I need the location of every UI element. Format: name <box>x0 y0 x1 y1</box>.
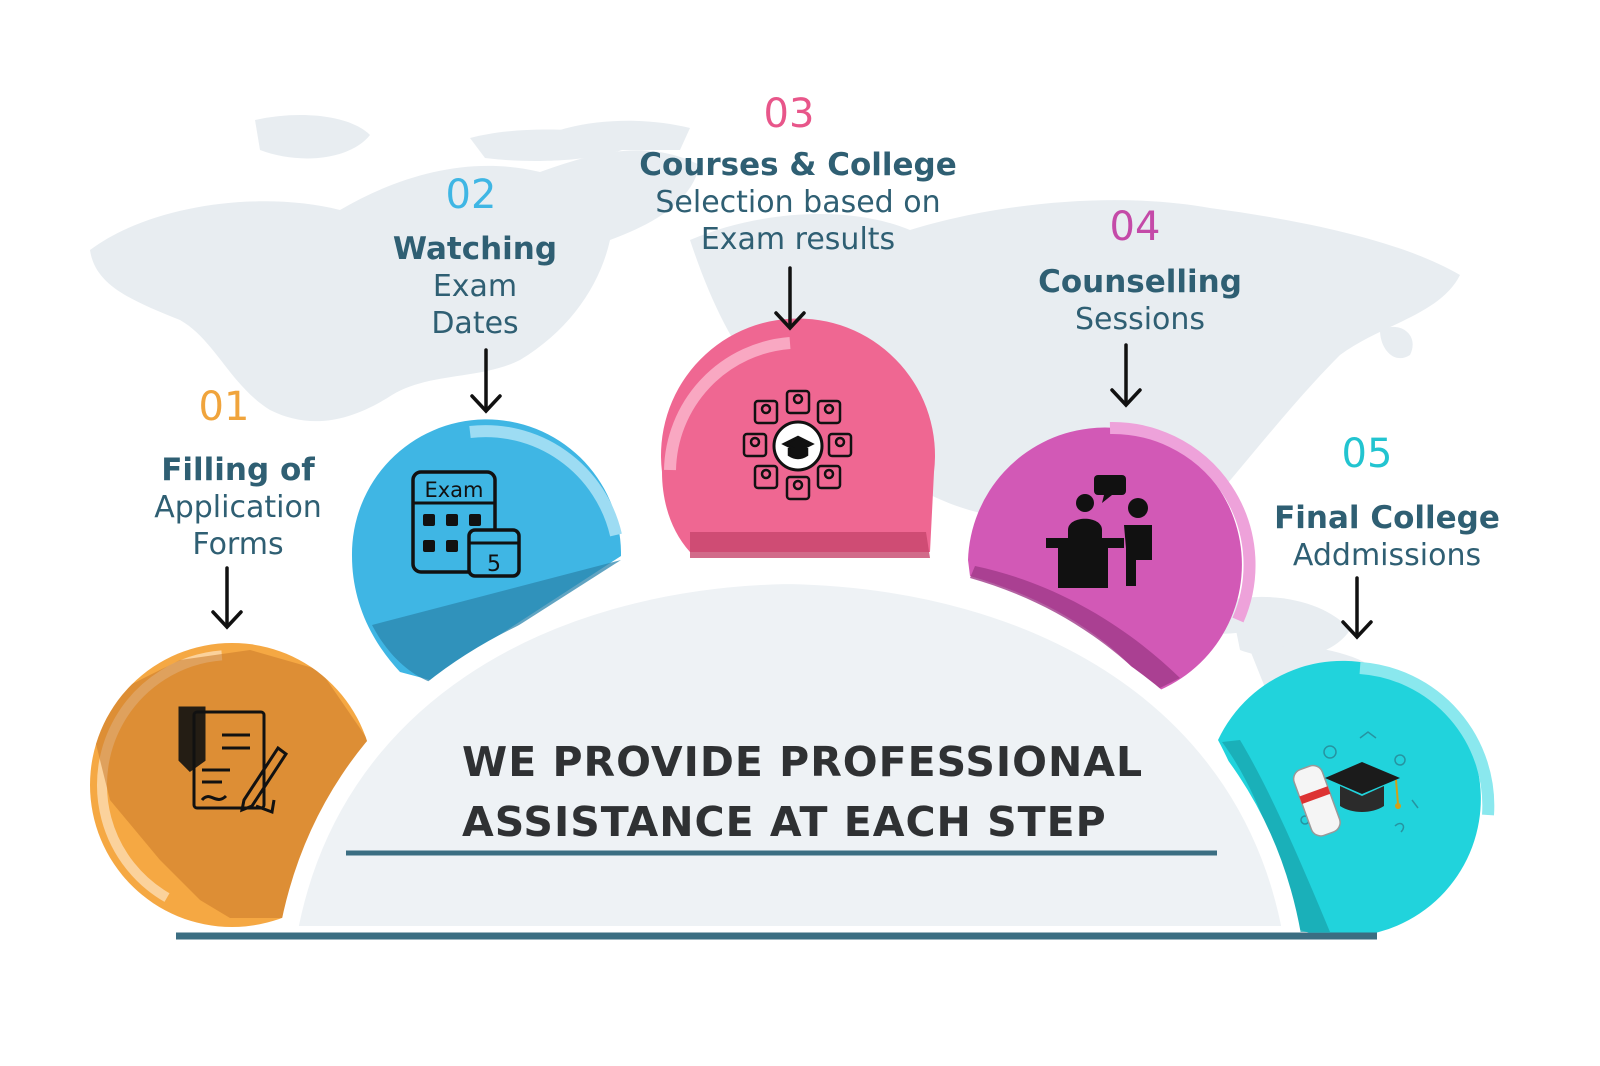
headline-line-2: ASSISTANCE AT EACH STEP <box>462 798 1107 846</box>
step-3-line-1: Selection based on <box>655 185 941 220</box>
step-2-title: Watching <box>392 231 558 267</box>
step-3-number: 03 <box>763 91 815 137</box>
step-3-line-2: Exam results <box>700 222 896 257</box>
step-1-line-1: Application <box>154 490 322 525</box>
calendar-day-label: 5 <box>487 552 501 577</box>
doodle-sketches <box>1300 731 1419 833</box>
world-map-background <box>90 115 1460 710</box>
diploma-scroll <box>1292 764 1341 837</box>
step-1-line-2: Forms <box>192 527 284 562</box>
step-2-line-1: Exam <box>432 269 518 304</box>
step-2-number: 02 <box>445 172 497 218</box>
exam-icon-label: Exam <box>424 478 483 502</box>
step-3-label: Courses & College Selection based on Exa… <box>628 147 968 258</box>
step-1-number: 01 <box>198 384 250 430</box>
step-3-title: Courses & College <box>639 147 957 183</box>
application-form-icon <box>178 706 289 815</box>
graduation-cap-diploma-icon <box>1292 731 1419 837</box>
arrow-step-3 <box>774 266 806 331</box>
exam-calendar-icon: Exam 5 <box>411 470 521 578</box>
step-5-label: Final College Addmissions <box>1262 500 1512 574</box>
step-4-title: Counselling <box>1038 264 1242 300</box>
step-4-label: Counselling Sessions <box>1020 264 1260 338</box>
step-4-line-1: Sessions <box>1074 302 1206 337</box>
step-1-title: Filling of <box>161 452 315 488</box>
student-avatars <box>742 389 853 501</box>
counselling-session-icon <box>1046 475 1152 588</box>
step-1-label: Filling of Application Forms <box>128 452 348 563</box>
arrows <box>211 266 1373 640</box>
step-2-label: Watching Exam Dates <box>370 231 580 342</box>
step-2-line-2: Dates <box>431 306 519 341</box>
headline-line-1: WE PROVIDE PROFESSIONAL <box>462 738 1144 786</box>
step-5-title: Final College <box>1274 500 1500 536</box>
arrow-step-5 <box>1341 576 1373 640</box>
student-network-icon <box>742 389 853 501</box>
step-4-number: 04 <box>1109 204 1161 250</box>
headline: WE PROVIDE PROFESSIONAL ASSISTANCE AT EA… <box>462 732 1182 852</box>
step-5-number: 05 <box>1341 431 1393 477</box>
arrow-step-2 <box>470 348 502 414</box>
step-5-line-1: Addmissions <box>1292 538 1482 573</box>
arrow-step-1 <box>211 566 243 630</box>
arrow-step-4 <box>1110 343 1142 408</box>
central-dome <box>277 565 1303 944</box>
